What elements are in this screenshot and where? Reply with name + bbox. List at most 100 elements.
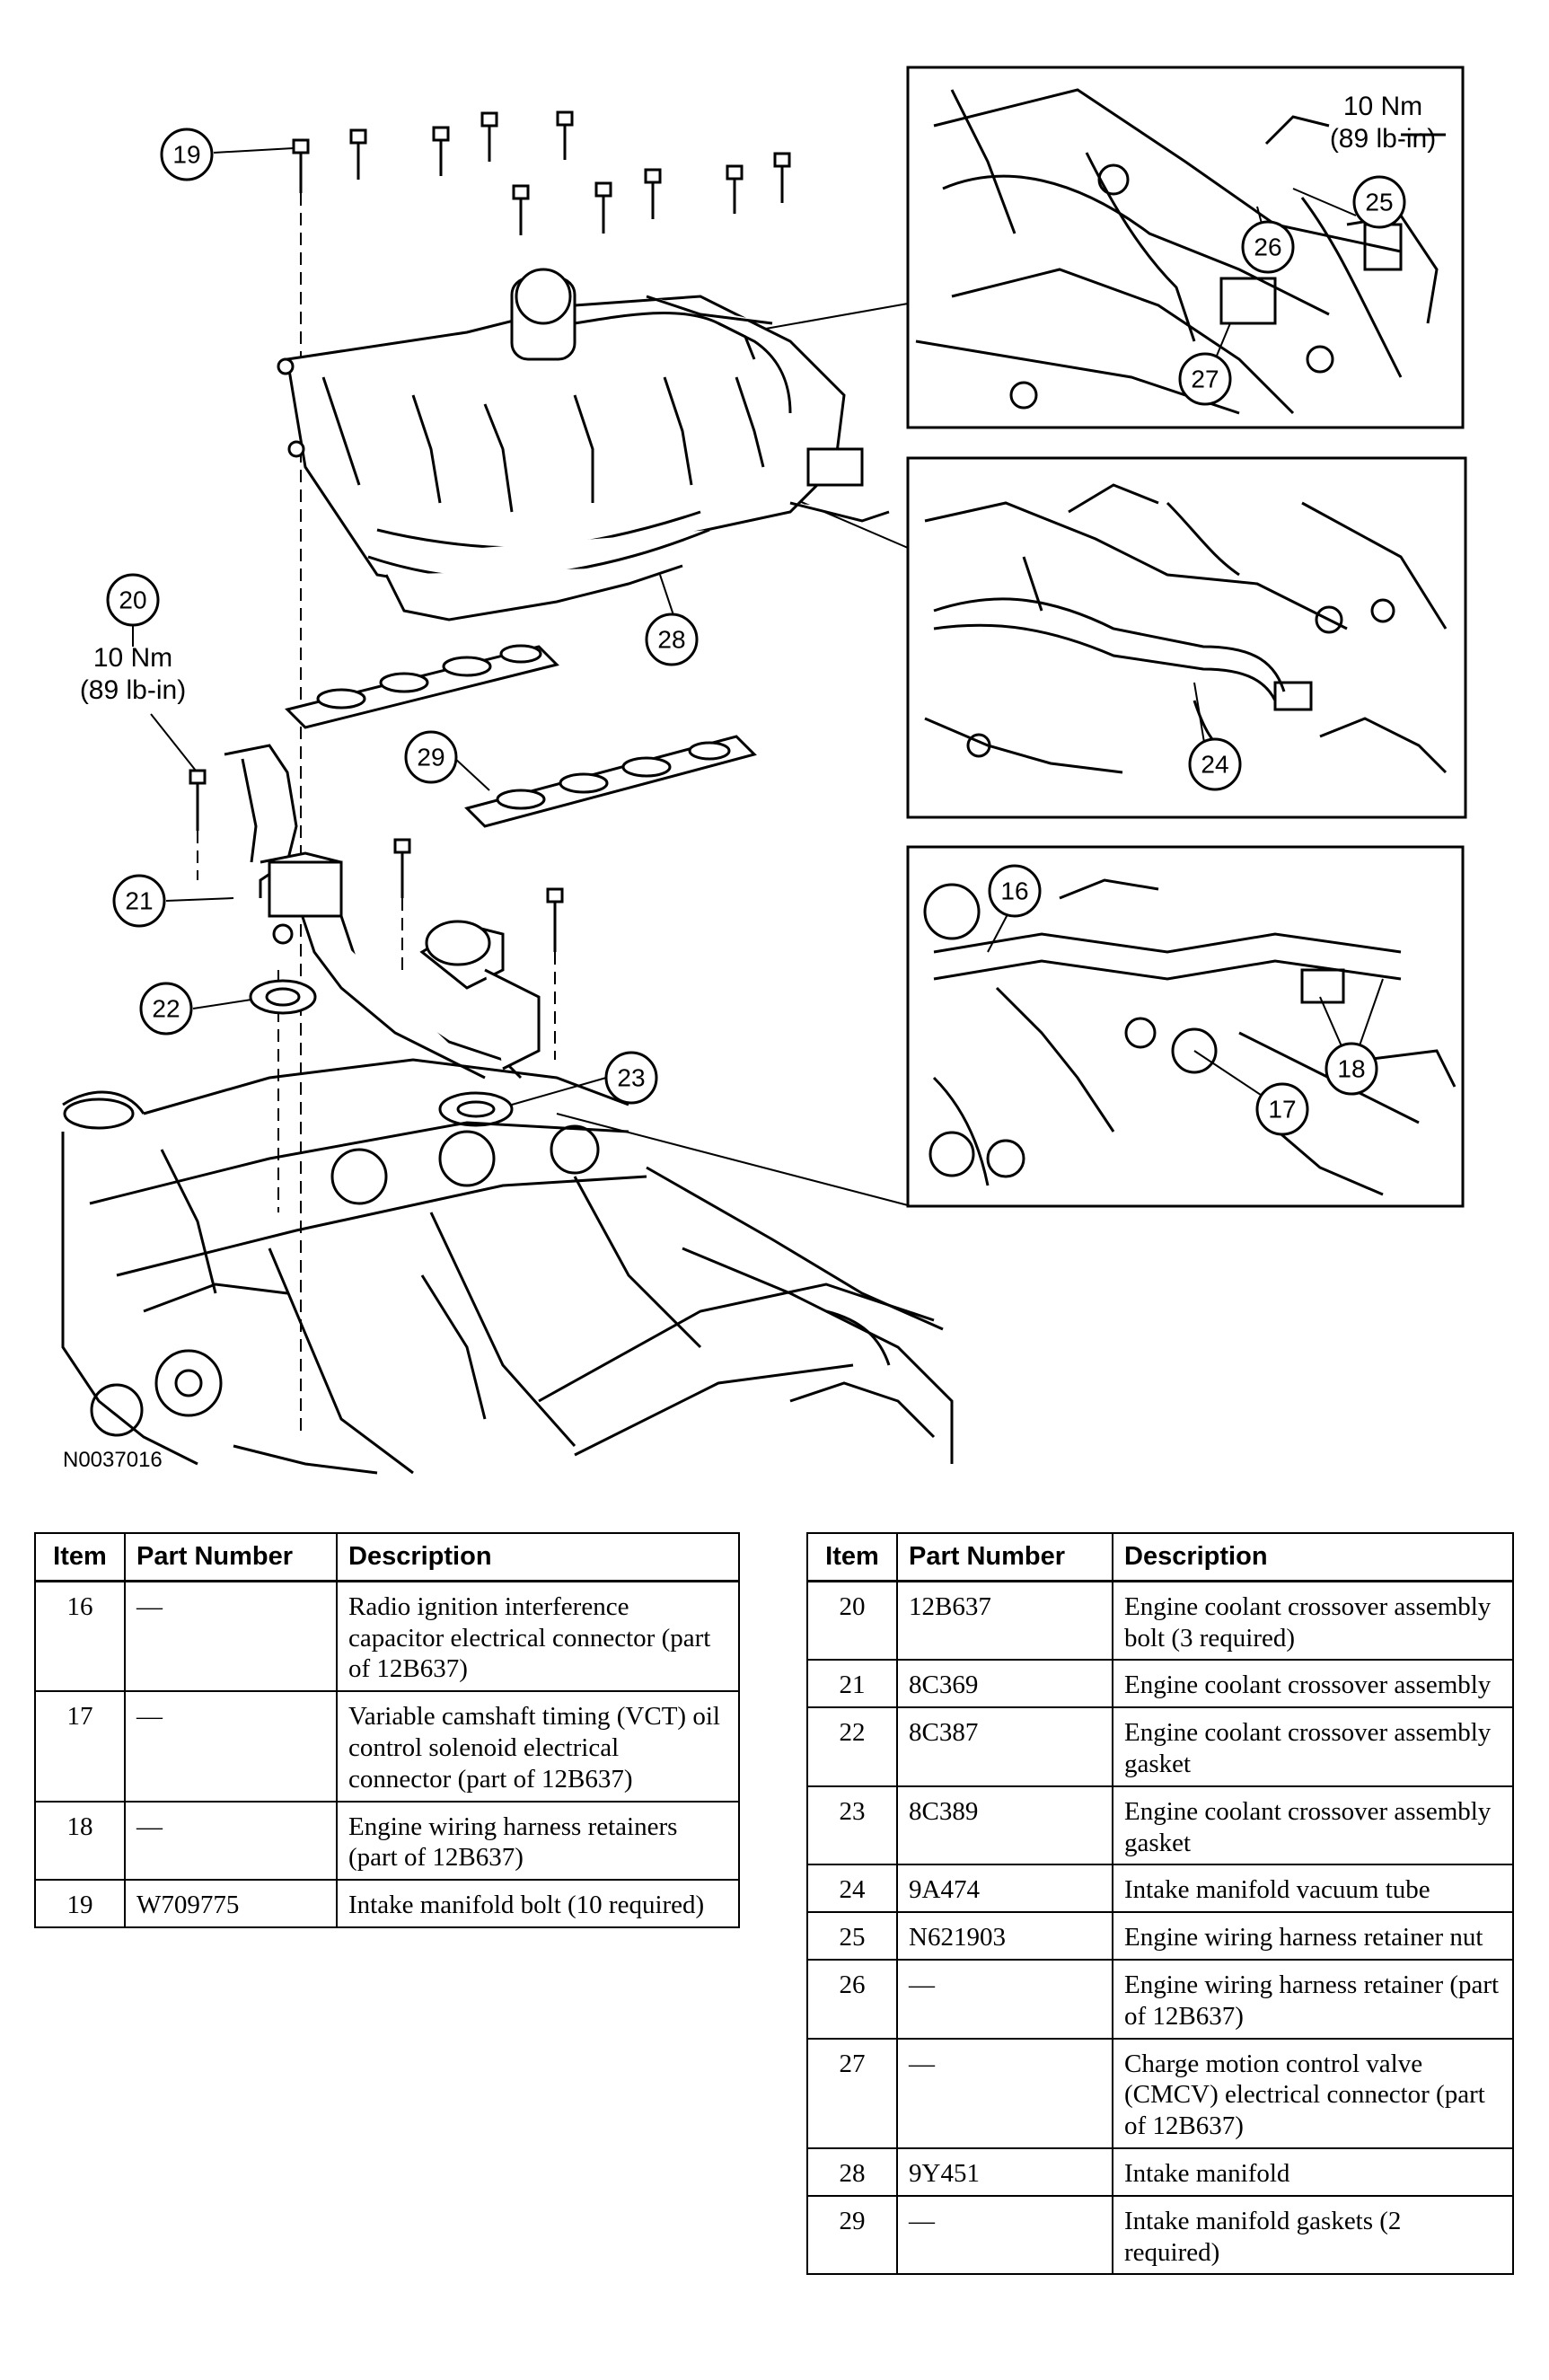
table-row: 28 9Y451 Intake manifold [806, 2146, 1514, 2197]
parts-table-left: Item Part Number Description 16 — Radio … [34, 1531, 740, 1928]
cell-part-number: 9A474 [896, 1864, 1113, 1914]
svg-text:27: 27 [1191, 366, 1219, 393]
cell-item: 21 [806, 1659, 898, 1709]
cell-description: Engine coolant crossover assembly gasket [1112, 1785, 1514, 1866]
table-row: 22 8C387 Engine coolant crossover assemb… [806, 1706, 1514, 1787]
cell-description: Charge motion control valve (CMCV) elect… [1112, 2037, 1514, 2149]
table-header-row: Item Part Number Description [806, 1531, 1514, 1582]
cell-item: 25 [806, 1911, 898, 1961]
cell-item: 27 [806, 2037, 898, 2149]
header-description: Description [336, 1531, 740, 1582]
svg-text:29: 29 [417, 744, 444, 771]
callout-24: 24 [1188, 737, 1242, 791]
table-row: 16 — Radio ignition interference capacit… [34, 1580, 740, 1693]
table-row: 25 N621903 Engine wiring harness retaine… [806, 1911, 1514, 1961]
cell-item: 29 [806, 2194, 898, 2276]
intake-manifold [277, 268, 890, 621]
torque-upper-lbin: (89 lb-in) [1330, 124, 1436, 154]
coolant-crossover-assembly [224, 744, 541, 1127]
header-part-number: Part Number [124, 1531, 338, 1582]
intake-manifold-gaskets [285, 644, 757, 828]
exploded-engine-illustration: 10 Nm (89 lb-in) 10 Nm (89 lb-in) 19 20 … [61, 66, 1467, 1475]
svg-text:22: 22 [152, 995, 180, 1023]
cell-part-number: 8C369 [896, 1659, 1113, 1709]
torque-label-upper: 10 Nm (89 lb-in) [1330, 92, 1436, 154]
svg-text:19: 19 [172, 141, 200, 169]
svg-text:17: 17 [1268, 1096, 1296, 1124]
cell-part-number: — [896, 2194, 1113, 2276]
cell-part-number: — [896, 1958, 1113, 2040]
cell-description: Engine coolant crossover assembly gasket [1112, 1706, 1514, 1787]
cell-item: 18 [34, 1800, 126, 1882]
figure-id: N0037016 [63, 1448, 163, 1472]
cell-item: 19 [34, 1879, 126, 1928]
callout-26: 26 [1241, 220, 1295, 274]
intake-manifold-bolts [189, 110, 791, 952]
svg-text:21: 21 [125, 887, 153, 915]
svg-text:18: 18 [1337, 1055, 1365, 1083]
callout-25: 25 [1352, 175, 1406, 229]
table-row: 20 12B637 Engine coolant crossover assem… [806, 1580, 1514, 1662]
cell-part-number: 9Y451 [896, 2146, 1113, 2197]
callout-16: 16 [988, 864, 1042, 918]
cell-description: Intake manifold [1112, 2146, 1514, 2197]
table-row: 18 — Engine wiring harness retainers (pa… [34, 1800, 740, 1882]
cell-description: Engine wiring harness retainer (part of … [1112, 1958, 1514, 2040]
cell-description: Engine wiring harness retainer nut [1112, 1911, 1514, 1961]
header-item: Item [806, 1531, 898, 1582]
header-item: Item [34, 1531, 126, 1582]
callout-28: 28 [645, 613, 699, 666]
callout-21: 21 [112, 874, 166, 928]
torque-left-nm: 10 Nm [93, 643, 172, 673]
parts-table-right: Item Part Number Description 20 12B637 E… [806, 1531, 1514, 2276]
callout-20: 20 [106, 573, 160, 627]
torque-left-lbin: (89 lb-in) [80, 675, 186, 705]
cell-description: Variable camshaft timing (VCT) oil contr… [336, 1690, 740, 1803]
callout-18: 18 [1325, 1042, 1378, 1096]
table-row: 23 8C389 Engine coolant crossover assemb… [806, 1785, 1514, 1866]
engine-block [61, 1058, 954, 1475]
cell-part-number: — [124, 1580, 338, 1693]
callout-22: 22 [139, 982, 193, 1036]
cell-item: 23 [806, 1785, 898, 1866]
cell-part-number: 8C387 [896, 1706, 1113, 1787]
cell-part-number: 8C389 [896, 1785, 1113, 1866]
cell-part-number: 12B637 [896, 1580, 1113, 1662]
callout-23: 23 [604, 1051, 658, 1105]
detail-inset-middle [906, 456, 1467, 819]
cell-item: 17 [34, 1690, 126, 1803]
torque-label-left: 10 Nm (89 lb-in) [80, 643, 186, 705]
table-row: 27 — Charge motion control valve (CMCV) … [806, 2037, 1514, 2149]
cell-item: 16 [34, 1580, 126, 1693]
svg-text:24: 24 [1201, 751, 1228, 779]
svg-text:20: 20 [119, 586, 146, 614]
table-row: 26 — Engine wiring harness retainer (par… [806, 1958, 1514, 2040]
cell-description: Engine coolant crossover assembly [1112, 1659, 1514, 1709]
callout-17: 17 [1255, 1082, 1309, 1136]
cell-description: Engine wiring harness retainers (part of… [336, 1800, 740, 1882]
cell-part-number: W709775 [124, 1879, 338, 1928]
header-description: Description [1112, 1531, 1514, 1582]
cell-item: 20 [806, 1580, 898, 1662]
cell-item: 24 [806, 1864, 898, 1914]
cell-description: Engine coolant crossover assembly bolt (… [1112, 1580, 1514, 1662]
callout-29: 29 [404, 730, 458, 784]
cell-part-number: — [124, 1690, 338, 1803]
table-row: 29 — Intake manifold gaskets (2 required… [806, 2194, 1514, 2276]
svg-text:16: 16 [1000, 877, 1028, 905]
table-row: 21 8C369 Engine coolant crossover assemb… [806, 1659, 1514, 1709]
table-row: 24 9A474 Intake manifold vacuum tube [806, 1864, 1514, 1914]
svg-text:28: 28 [657, 626, 685, 654]
torque-upper-nm: 10 Nm [1343, 92, 1422, 121]
cell-description: Intake manifold bolt (10 required) [336, 1879, 740, 1928]
table-row: 17 — Variable camshaft timing (VCT) oil … [34, 1690, 740, 1803]
svg-text:26: 26 [1254, 234, 1281, 261]
callout-27: 27 [1178, 352, 1232, 406]
cell-description: Radio ignition interference capacitor el… [336, 1580, 740, 1693]
svg-text:25: 25 [1365, 189, 1393, 216]
cell-description: Intake manifold gaskets (2 required) [1112, 2194, 1514, 2276]
table-row: 19 W709775 Intake manifold bolt (10 requ… [34, 1879, 740, 1928]
cell-part-number: N621903 [896, 1911, 1113, 1961]
cell-description: Intake manifold vacuum tube [1112, 1864, 1514, 1914]
header-part-number: Part Number [896, 1531, 1113, 1582]
